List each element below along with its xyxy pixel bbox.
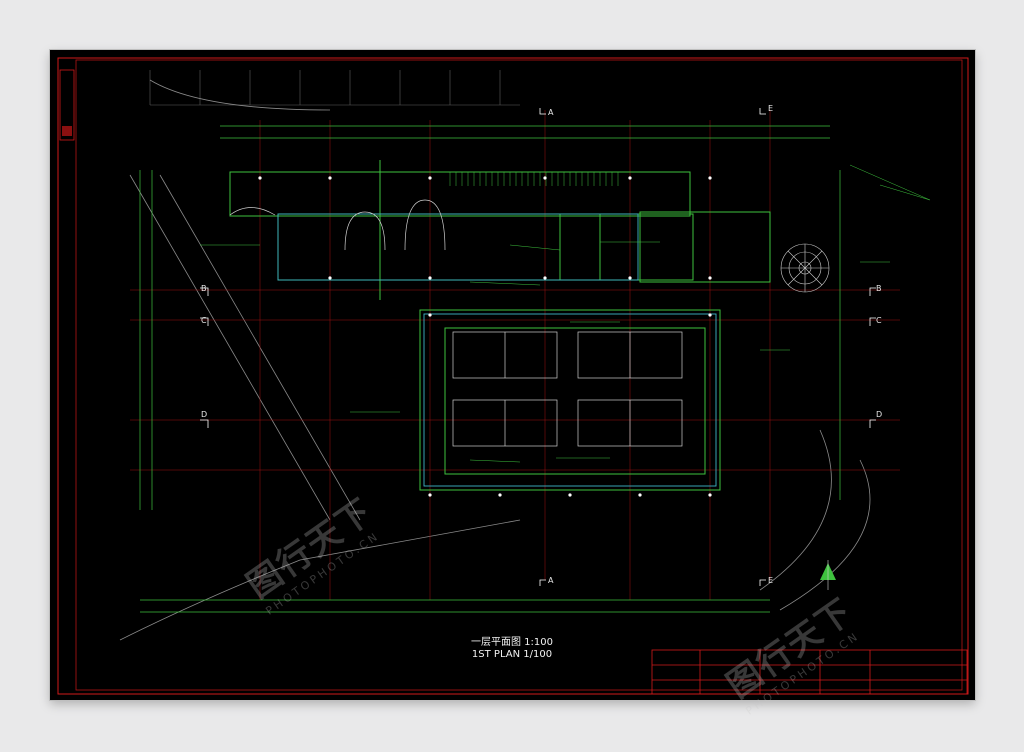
axis-label-c-left: C [201,316,207,325]
cad-drawing-sheet [50,50,975,700]
grid-lines [130,110,900,600]
building-walls [229,160,771,491]
parking-rows [149,70,520,106]
inner-partitions [277,213,717,487]
dimension-lines [139,125,841,613]
site-roads [119,79,871,641]
arch-rooms [229,199,446,251]
axis-label-b-right: B [876,284,882,293]
spiral-stair [780,243,830,293]
title-block [651,649,968,695]
outer-border [57,57,969,695]
axis-label-b-left: B [201,284,207,293]
stairs [449,172,619,186]
drawing-title-en: 1ST PLAN 1/100 [471,649,553,660]
north-marker [820,560,836,590]
section-markers [200,108,876,586]
columns [258,176,712,497]
axis-label-c-right: C [876,316,882,325]
inner-border [75,59,963,691]
axis-label-a-bottom: A [548,576,554,585]
binding-strip [59,69,75,141]
axis-label-a-top: A [548,108,554,117]
axis-label-e-top: E [768,104,774,113]
axis-label-d-left: D [201,410,208,419]
annotation-leaders [200,164,931,463]
axis-label-d-right: D [876,410,883,419]
drawing-title-cn: 一层平面图 1:100 [471,637,553,648]
axis-label-e-bottom: E [768,576,774,585]
courts [452,331,683,447]
binding-mark [62,126,72,136]
